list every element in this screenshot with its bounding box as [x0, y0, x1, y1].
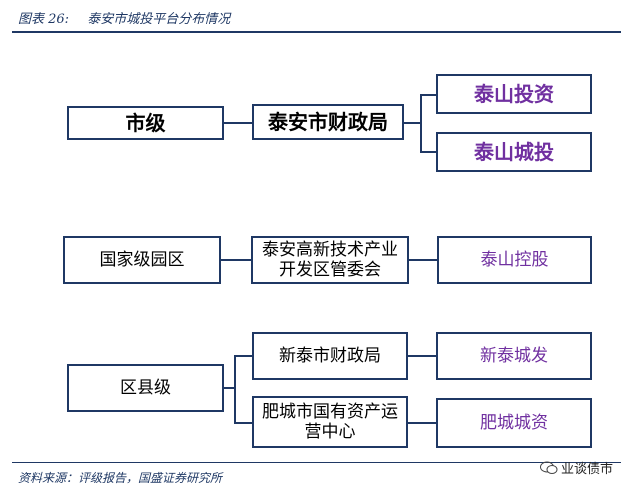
connector	[404, 122, 421, 124]
authority-label: 泰安市财政局	[268, 110, 388, 134]
platform-label: 泰山投资	[474, 82, 554, 106]
level-label: 区县级	[120, 377, 171, 398]
connector	[221, 259, 251, 261]
authority-box-hitech-zone-committee: 泰安高新技术产业开发区管委会	[251, 236, 409, 284]
connector	[408, 355, 436, 357]
platform-label: 泰山城投	[474, 140, 554, 164]
connector	[234, 355, 236, 423]
platform-label: 泰山控股	[480, 249, 549, 270]
authority-box-feicheng-state-assets: 肥城市国有资产运营中心	[252, 396, 408, 448]
platform-box-feicheng-urban-capital: 肥城城资	[436, 398, 592, 448]
connector	[224, 387, 236, 389]
connector	[409, 259, 437, 261]
connector	[420, 94, 436, 96]
watermark-text: 业谈债市	[560, 462, 613, 477]
figure-number: 图表 26:	[18, 12, 70, 27]
watermark: 业谈债市	[539, 458, 613, 477]
level-box-city: 市级	[67, 106, 224, 140]
authority-box-xintai-finance: 新泰市财政局	[252, 332, 408, 380]
source-note: 资料来源：评级报告，国盛证券研究所	[18, 471, 223, 485]
top-rule	[12, 31, 621, 33]
authority-label: 肥城市国有资产运营中心	[262, 401, 398, 442]
level-label: 市级	[125, 111, 166, 135]
connector	[224, 122, 252, 124]
platform-label: 新泰城发	[480, 345, 548, 366]
platform-box-taishan-urban-investment: 泰山城投	[436, 132, 592, 172]
connector	[234, 422, 252, 424]
figure-title: 泰安市城投平台分布情况	[87, 12, 231, 27]
platform-box-taishan-investment: 泰山投资	[436, 74, 592, 114]
connector	[420, 151, 436, 153]
connector	[234, 355, 252, 357]
connector	[408, 422, 436, 424]
authority-label: 泰安高新技术产业开发区管委会	[262, 239, 398, 280]
figure-caption: 图表 26: 泰安市城投平台分布情况	[18, 8, 230, 27]
connector	[420, 94, 422, 152]
authority-label: 新泰市财政局	[279, 345, 381, 366]
platform-box-xintai-urban-development: 新泰城发	[436, 332, 592, 380]
level-box-national-park: 国家级园区	[63, 236, 221, 284]
platform-label: 肥城城资	[480, 412, 548, 433]
level-box-county: 区县级	[67, 364, 224, 412]
bottom-rule	[12, 462, 621, 463]
authority-box-taian-finance: 泰安市财政局	[252, 104, 404, 140]
chat-bubble-icon	[539, 461, 558, 475]
level-label: 国家级园区	[99, 249, 185, 270]
platform-box-taishan-holdings: 泰山控股	[437, 236, 592, 284]
